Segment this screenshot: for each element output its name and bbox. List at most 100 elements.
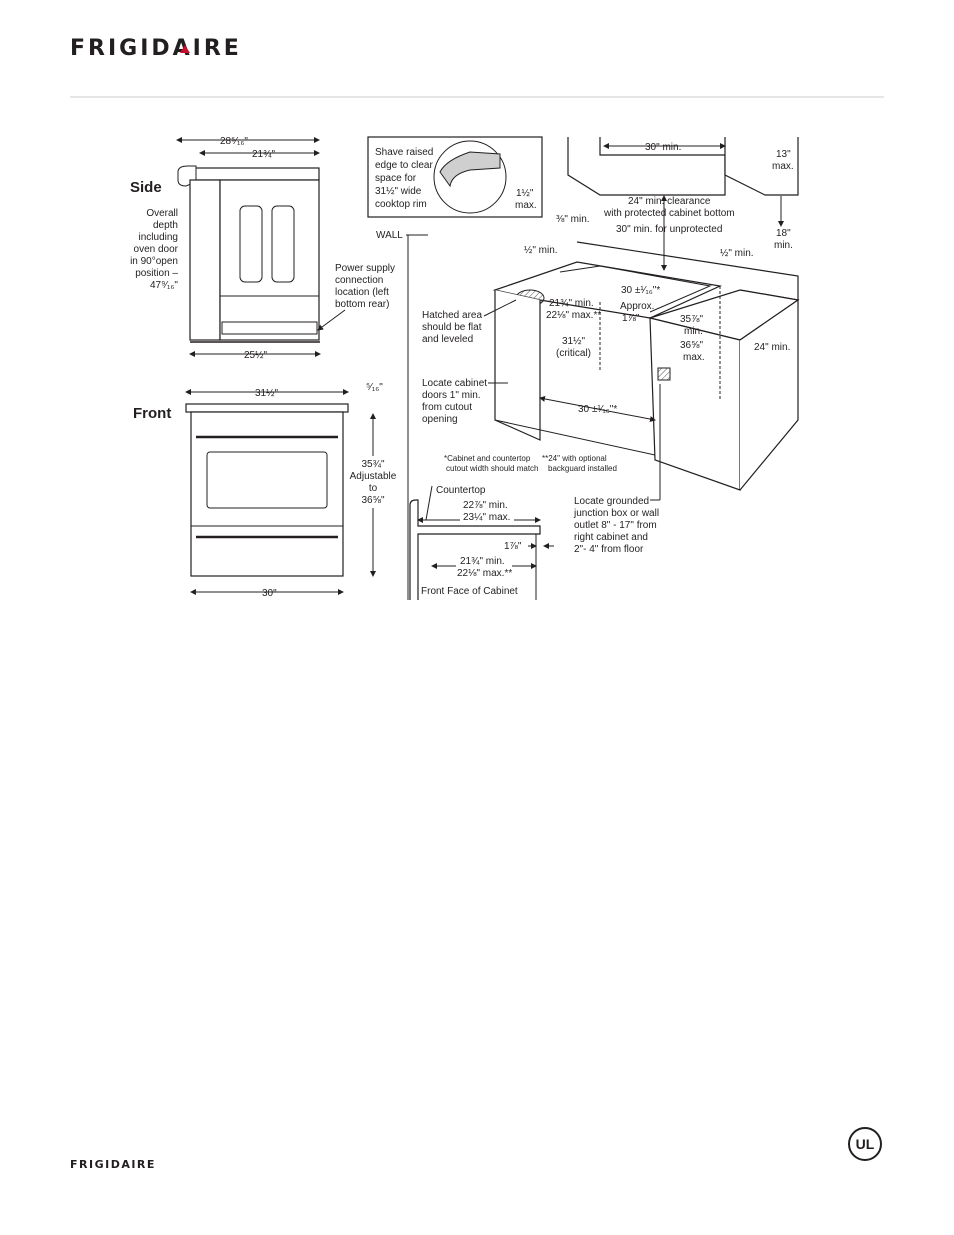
cabinet-doors-1: Locate cabinet	[422, 378, 487, 389]
side-dim-base: 25½"	[244, 350, 267, 361]
wall-label: WALL	[376, 230, 403, 241]
power-note-4: bottom rear)	[335, 299, 389, 310]
approx-2: 1⅞"	[622, 313, 640, 324]
section-front-face: Front Face of Cabinet	[421, 586, 518, 597]
junction-box	[657, 367, 671, 381]
side-depth-note-6: position –	[135, 268, 178, 279]
junction-1: Locate grounded	[574, 496, 649, 507]
front-dim-height-bg	[350, 456, 396, 508]
approx-1: Approx.	[620, 301, 654, 312]
junction-5: 2"- 4" from floor	[574, 544, 644, 555]
logo-accent-triangle	[180, 45, 190, 53]
front-dim-height-3: to	[369, 483, 378, 494]
callout-max-1: 1½"	[516, 188, 534, 199]
junction-4: right cabinet and	[574, 532, 648, 543]
front-dim-height-2: Adjustable	[350, 471, 397, 482]
cabinet-doors-3: from cutout	[422, 402, 472, 413]
footnote-1a: *Cabinet and countertop	[444, 454, 531, 463]
top-13-2: max.	[772, 161, 794, 172]
countertop-section: Countertop 22⅞" min. 23¼" max. 1⅞" 21¾" …	[409, 485, 554, 600]
front-heading: Front	[133, 405, 171, 422]
logo-text: FRIGIDAIRE	[70, 36, 242, 61]
frigidaire-logo: FRIGIDAIRE	[70, 36, 242, 61]
section-dim1-a: 22⅞" min.	[463, 500, 508, 511]
ul-mark: UL	[855, 1136, 875, 1152]
side-heading: Side	[130, 179, 162, 196]
section-dim3-b: 22⅛" max.**	[457, 568, 512, 579]
section-dim3-a: 21¾" min.	[460, 556, 505, 567]
cabinet-doors-2: doors 1" min.	[422, 390, 481, 401]
height-2: min.	[684, 326, 703, 337]
callout-text-4: 31½" wide	[375, 186, 422, 197]
front-cooktop	[185, 403, 349, 413]
power-note-2: connection	[335, 275, 383, 286]
side-dim-cooktop: 21¾"	[252, 149, 275, 160]
left-cabinet-base	[494, 419, 656, 456]
front-body	[190, 411, 344, 577]
side-depth-note-3: including	[139, 232, 178, 243]
section-dim1-bg	[460, 498, 514, 524]
shave-callout: Shave raised edge to clear space for 31½…	[367, 136, 543, 218]
header-divider	[70, 96, 884, 98]
front-dim-height-4: 36⅝"	[361, 495, 384, 506]
thirty-top: 30 ±¹⁄₁₆"*	[621, 285, 660, 296]
section-countertop: Countertop	[436, 485, 486, 496]
junction-2: junction box or wall	[573, 508, 659, 519]
side-body	[219, 179, 320, 341]
footer-logo: FRIGIDAIRE	[70, 1158, 156, 1171]
front-dim-lip: ⁵⁄₁₆"	[366, 382, 383, 393]
section-dim2: 1⅞"	[504, 541, 522, 552]
upper-cabinet-left	[567, 137, 726, 196]
half-left: ½" min.	[524, 245, 558, 256]
callout-text-5: cooktop rim	[375, 199, 427, 210]
cabinet-doors-4: opening	[422, 414, 458, 425]
cut-depth-1: 21¾" min.	[549, 298, 594, 309]
side-door	[189, 179, 221, 341]
power-note-3: location (left	[335, 287, 389, 298]
height-1: 35⅞"	[680, 314, 703, 325]
side-depth-note-2: depth	[153, 220, 178, 231]
front-dim-height-1: 35¾"	[361, 459, 384, 470]
installation-view: 30" min. 13" max. 24" min. clearance wit…	[376, 137, 800, 600]
eighteen-1: 18"	[776, 228, 791, 239]
critical-1: 31½"	[562, 336, 585, 347]
height-3: 36⅝"	[680, 340, 703, 351]
callout-text-2: edge to clear	[375, 160, 433, 171]
side-depth-note-4: oven door	[134, 244, 179, 255]
side-window-right	[271, 205, 295, 283]
callout-edge-detail	[439, 151, 501, 188]
side-window-left	[239, 205, 263, 283]
installation-diagram: Side 28⁵⁄₁₆" 21¾" 25½" Overall depth inc…	[130, 136, 800, 600]
height-4: max.	[683, 352, 705, 363]
counter-24: 24" min.	[754, 342, 790, 353]
section-profile	[409, 499, 541, 600]
side-depth-note-5: in 90°open	[130, 256, 178, 267]
junction-3: outlet 8" - 17" from	[574, 520, 657, 531]
clearance-1: 24" min. clearance	[628, 196, 711, 207]
side-dim-top: 28⁵⁄₁₆"	[220, 136, 248, 147]
upper-cabinet-right	[724, 137, 799, 196]
countertop-leader	[425, 485, 433, 521]
eighteen-2: min.	[774, 240, 793, 251]
power-leader	[317, 309, 346, 331]
hatched-3: and leveled	[422, 334, 473, 345]
side-base-plate	[221, 321, 318, 335]
side-depth-note-7: 47⁹⁄₁₆"	[150, 280, 178, 291]
footnote-1b: cutout width should match	[446, 464, 539, 473]
cut-depth-2: 22⅛" max.**	[546, 310, 601, 321]
side-view: Side 28⁵⁄₁₆" 21¾" 25½" Overall depth inc…	[130, 136, 395, 361]
top-30-label: 30" min.	[645, 142, 681, 153]
front-view: Front 31½" ⁵⁄₁₆" 35¾" Adjustable to 36⅝"…	[133, 382, 397, 599]
half-right: ½" min.	[720, 248, 754, 259]
three-eighths-min: ⅜" min.	[556, 214, 590, 225]
footer-logo-text: FRIGIDAIRE	[70, 1158, 156, 1171]
section-dim1-b: 23¼" max.	[463, 511, 510, 523]
footnote-2a: **24" with optional	[542, 454, 607, 463]
front-oven-window	[206, 451, 328, 509]
footnote-2b: backguard installed	[548, 464, 617, 473]
clearance-2: with protected cabinet bottom	[603, 208, 735, 219]
right-cabinet-side	[739, 298, 799, 491]
clearance-3: 30" min. for unprotected	[616, 224, 722, 235]
callout-text-1: Shave raised	[375, 147, 433, 158]
section-dim3-bg	[456, 554, 512, 580]
